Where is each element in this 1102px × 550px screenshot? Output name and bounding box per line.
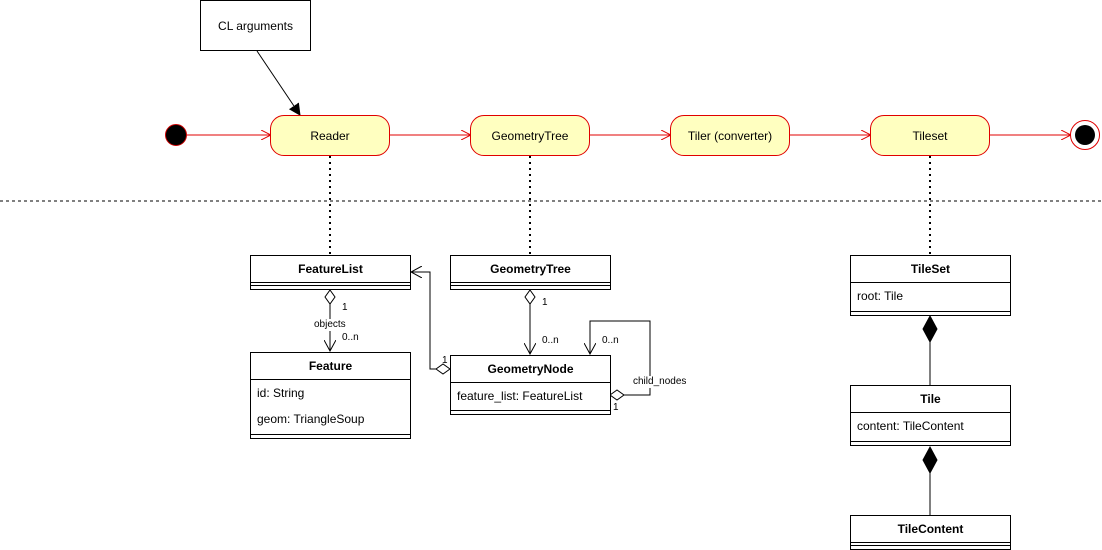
class-geometrytree-name: GeometryTree [451,256,610,283]
composition-diamond-tileset [922,314,938,344]
geometrynode-to-featurelist-line [411,272,436,370]
class-featurelist-name: FeatureList [251,256,410,283]
class-geometrynode-divider [451,410,610,411]
label-objects: objects [313,319,347,331]
label-gn-fl-1: 1 [442,355,448,366]
class-geometrynode[interactable]: GeometryNode feature_list: FeatureList [450,355,611,415]
class-geometrynode-name: GeometryNode [451,356,610,383]
activity-reader-label: Reader [310,128,350,143]
label-self-0n: 0..n [602,335,619,346]
class-tilecontent[interactable]: TileContent [850,515,1011,550]
aggregation-diamond-child-nodes [609,389,625,401]
aggregation-diamond-featurelist [324,289,336,305]
child-nodes-self-line [590,320,651,396]
end-node[interactable] [1070,120,1100,150]
label-fl-mult-1: 1 [342,302,348,313]
label-gt-mult-0n: 0..n [542,335,559,346]
cl-arguments-label: CL arguments [218,18,293,33]
class-feature[interactable]: Feature id: String geom: TriangleSoup [250,352,411,439]
class-feature-divider [251,434,410,435]
class-featurelist[interactable]: FeatureList [250,255,411,290]
class-featurelist-divider [251,285,410,286]
class-tileset-attr-root: root: Tile [857,289,904,303]
label-fl-mult-0n: 0..n [342,332,359,343]
activity-tiler[interactable]: Tiler (converter) [670,115,790,156]
class-tileset-name: TileSet [851,256,1010,283]
class-feature-name: Feature [251,353,410,380]
class-tilecontent-name: TileContent [851,516,1010,543]
label-child-nodes: child_nodes [632,376,688,388]
activity-geometrytree-label: GeometryTree [491,128,569,143]
activity-tileset[interactable]: Tileset [870,115,990,156]
label-self-1: 1 [613,402,619,413]
aggregation-diamond-geometrytree [524,289,536,305]
note-to-reader-arrow [256,50,301,116]
activity-geometrytree[interactable]: GeometryTree [470,115,590,156]
class-tileset-divider [851,311,1010,312]
class-tilecontent-divider [851,545,1010,546]
class-geometrytree-divider [451,285,610,286]
start-node[interactable] [165,124,187,146]
cl-arguments-note[interactable]: CL arguments [200,0,311,51]
activity-tileset-label: Tileset [912,128,948,143]
class-tile-name: Tile [851,386,1010,413]
label-gt-mult-1: 1 [542,297,548,308]
class-tile[interactable]: Tile content: TileContent [850,385,1011,446]
composition-diamond-tile [922,445,938,475]
class-feature-attr-geom: geom: TriangleSoup [257,412,365,426]
activity-tiler-label: Tiler (converter) [687,128,773,143]
class-geometrytree[interactable]: GeometryTree [450,255,611,290]
class-tileset[interactable]: TileSet root: Tile [850,255,1011,316]
class-tile-divider [851,441,1010,442]
class-geometrynode-attr-feature-list: feature_list: FeatureList [457,389,583,403]
activity-reader[interactable]: Reader [270,115,390,156]
class-feature-attr-id: id: String [257,386,305,400]
class-tile-attr-content: content: TileContent [857,419,964,433]
